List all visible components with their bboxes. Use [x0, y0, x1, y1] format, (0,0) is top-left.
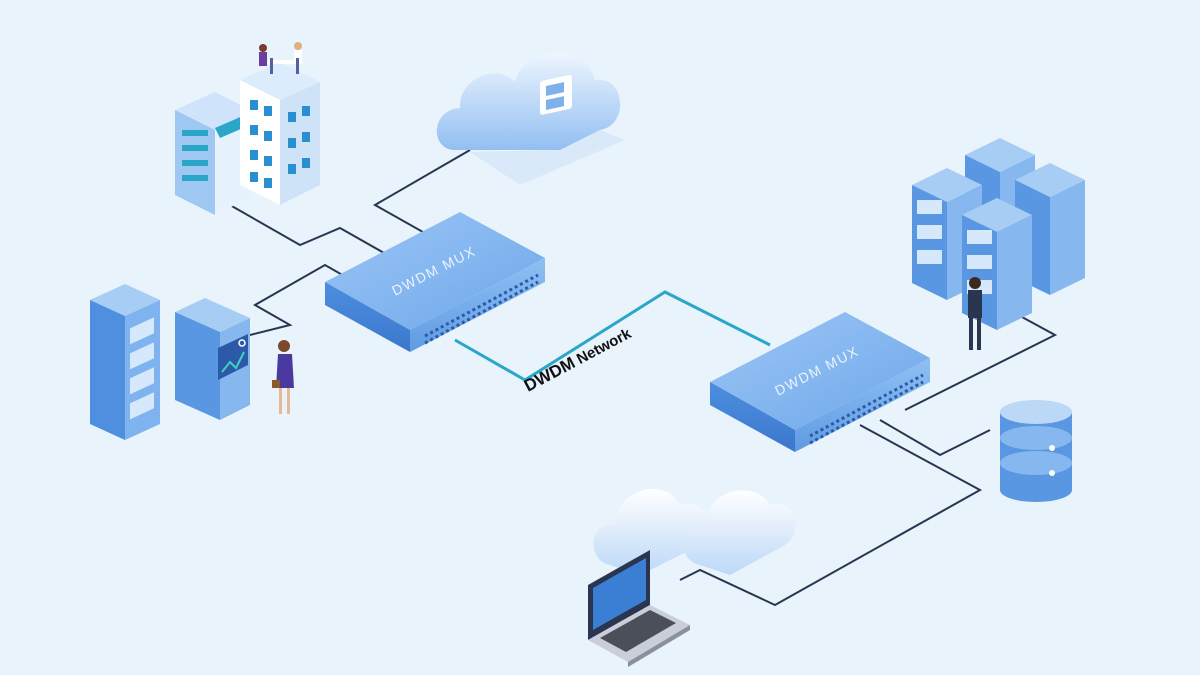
laptop-icon [588, 550, 690, 667]
rack-back-right [1015, 163, 1085, 295]
link-building-to-mux [229, 204, 401, 263]
floppy-save-icon [540, 74, 572, 115]
rooftop-people [259, 42, 302, 74]
link-mux-to-laptop [679, 424, 983, 607]
link-cloud-to-mux [372, 149, 471, 237]
cloud-storage [436, 52, 625, 185]
businesswoman-figure [272, 340, 294, 414]
monitoring-station [175, 298, 250, 420]
link-mux-to-database [879, 419, 991, 457]
dwdm-network-label: DWDM Network [521, 323, 635, 396]
cloud-bottom-left [593, 488, 710, 575]
connection-lines [229, 149, 1058, 607]
server-rack-left [90, 284, 160, 440]
server-racks-right [912, 138, 1085, 350]
technician-figure [968, 277, 982, 350]
dwdm-mux-left: DWDM MUX [325, 212, 545, 352]
office-buildings [175, 42, 320, 215]
dwdm-mux-right: DWDM MUX [710, 312, 930, 452]
dwdm-network-label-bold: DWDM [521, 353, 578, 395]
database-icon [1000, 400, 1072, 502]
cloud-storage-shape [436, 52, 621, 150]
dwdm-network-link [454, 290, 771, 382]
link-server-to-mux [249, 263, 361, 336]
cloud-bottom-right [683, 490, 796, 575]
